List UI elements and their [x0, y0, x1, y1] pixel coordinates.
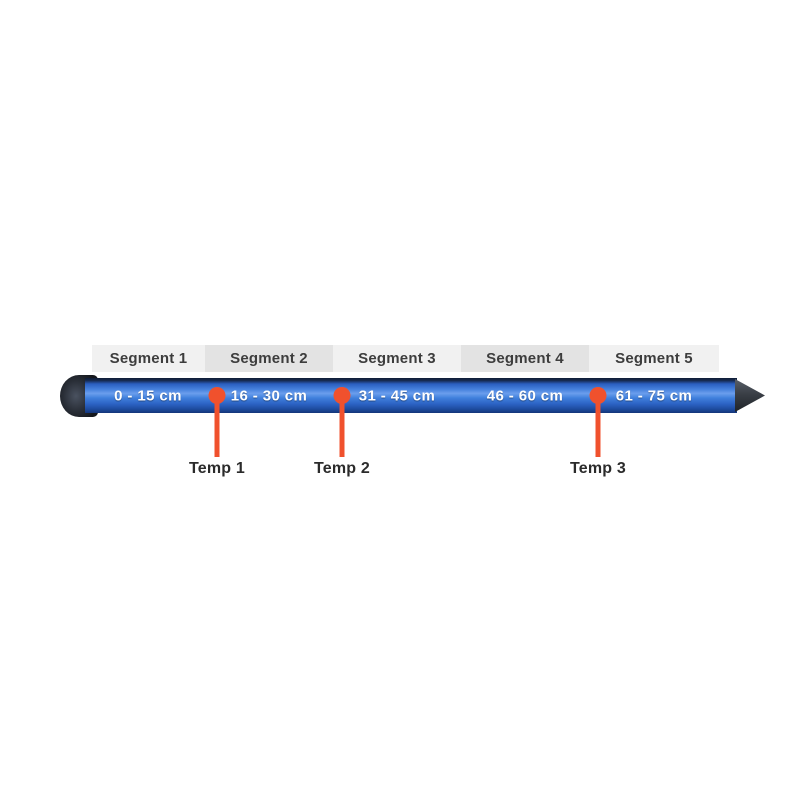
depth-range-4: 46 - 60 cm: [486, 387, 564, 404]
depth-range-5: 61 - 75 cm: [615, 387, 693, 404]
segment-header-2: Segment 2: [205, 345, 333, 372]
sensor-dot-icon: [589, 387, 607, 404]
depth-range-2: 16 - 30 cm: [230, 387, 308, 404]
probe-rod: 0 - 15 cm 16 - 30 cm 31 - 45 cm 46 - 60 …: [60, 375, 766, 417]
probe-body: 0 - 15 cm 16 - 30 cm 31 - 45 cm 46 - 60 …: [85, 378, 737, 413]
depth-range-1: 0 - 15 cm: [114, 387, 182, 404]
depth-range-3: 31 - 45 cm: [358, 387, 436, 404]
sensor-pointer-line: [214, 399, 220, 457]
segment-header-4: Segment 4: [461, 345, 589, 372]
sensor-label: Temp 1: [188, 460, 246, 477]
sensor-dot-icon: [208, 387, 226, 404]
segment-label-row: Segment 1 Segment 2 Segment 3 Segment 4 …: [92, 345, 719, 372]
segment-header-3: Segment 3: [333, 345, 461, 372]
sensor-pointer-line: [595, 399, 601, 457]
segment-header-5: Segment 5: [589, 345, 719, 372]
sensor-pointer-line: [339, 399, 345, 457]
sensor-label: Temp 2: [313, 460, 371, 477]
sensor-dot-icon: [333, 387, 351, 404]
segment-header-1: Segment 1: [92, 345, 205, 372]
probe-tip: [735, 379, 765, 412]
sensor-label: Temp 3: [569, 460, 627, 477]
